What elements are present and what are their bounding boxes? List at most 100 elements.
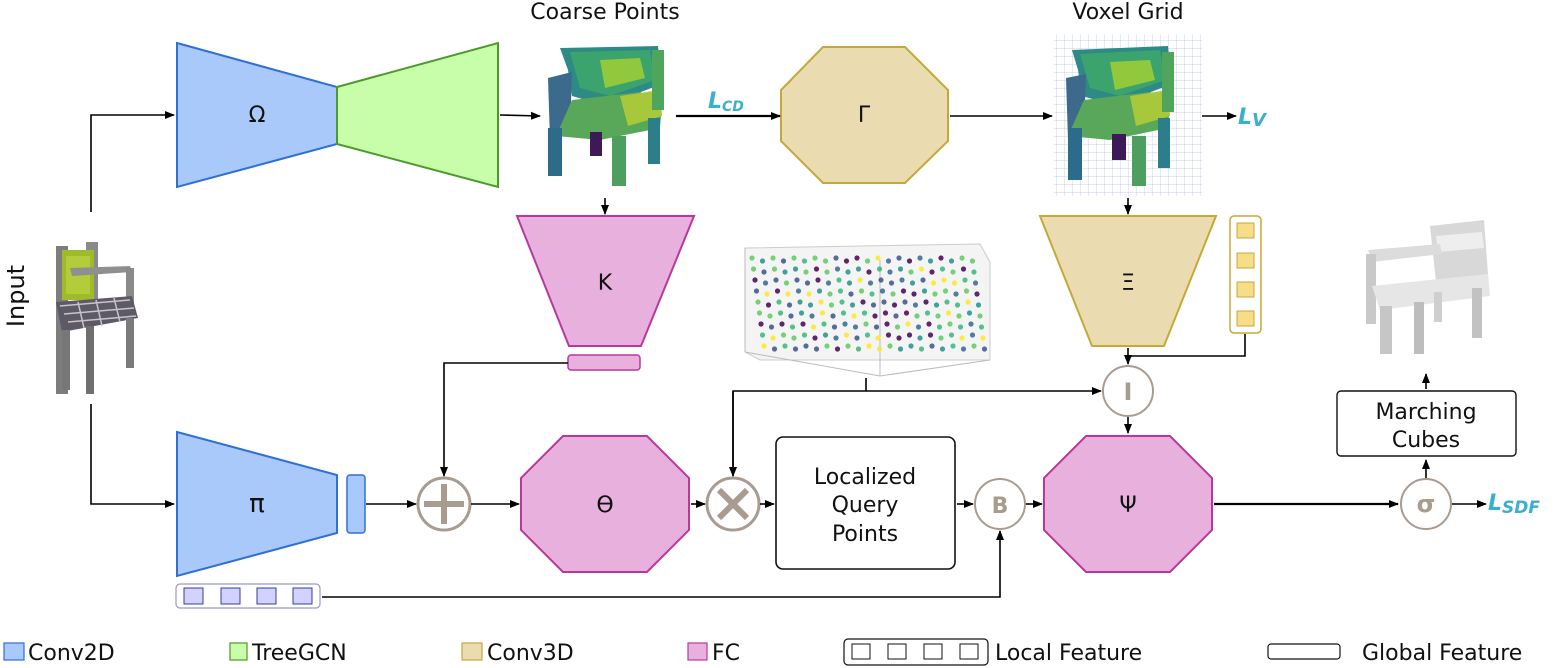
- scatter-point: [749, 255, 755, 261]
- scatter-point: [908, 269, 914, 275]
- scatter-point: [918, 266, 925, 272]
- scatter-point: [930, 280, 937, 286]
- scatter-point: [783, 280, 790, 286]
- scatter-point: [881, 299, 887, 305]
- legend-global-feature-swatch: [1267, 643, 1341, 660]
- gamma-block: [780, 46, 949, 184]
- scatter-point: [974, 291, 980, 297]
- scatter-point: [860, 299, 866, 305]
- scatter-point: [767, 313, 773, 319]
- scatter-point: [960, 346, 967, 352]
- scatter-point: [861, 310, 868, 316]
- scatter-point: [902, 299, 908, 305]
- scatter-point: [915, 324, 922, 330]
- scatter-point: [917, 335, 923, 341]
- scatter-point: [818, 299, 824, 305]
- scatter-point: [816, 288, 823, 294]
- scatter-point: [794, 277, 800, 283]
- scatter-point: [846, 280, 853, 286]
- scatter-point: [813, 266, 820, 272]
- scatter-point: [963, 288, 970, 294]
- scatter-point: [864, 332, 871, 338]
- marching-line1: Marching: [1375, 400, 1476, 425]
- theta-label: ϴ: [596, 493, 613, 518]
- scatter-point: [828, 302, 835, 308]
- scatter-point: [887, 269, 893, 275]
- scatter-point: [800, 321, 806, 327]
- scatter-point: [770, 255, 776, 261]
- scatter-point: [882, 310, 889, 316]
- marching-cubes-box: [1336, 390, 1517, 457]
- xi-block: [1038, 215, 1262, 347]
- scatter-point: [966, 310, 973, 316]
- loss-v: LV: [1238, 105, 1268, 131]
- scatter-point: [890, 291, 896, 297]
- legend-conv3d-swatch: [461, 642, 483, 661]
- scatter-point: [867, 280, 874, 286]
- xi-label: Ξ: [1121, 271, 1135, 296]
- scatter-point: [773, 277, 779, 283]
- scatter-point: [923, 299, 929, 305]
- scatter-point: [896, 255, 902, 261]
- scatter-point: [786, 302, 793, 308]
- output-chair-image: [1366, 220, 1490, 354]
- scatter-point: [803, 269, 809, 275]
- scatter-point: [843, 258, 850, 264]
- bilinear-label: B: [992, 494, 1009, 519]
- treegcn-decoder-block: [336, 41, 499, 189]
- scatter-point: [824, 269, 830, 275]
- scatter-point: [807, 302, 814, 308]
- scatter-point: [918, 346, 925, 352]
- scatter-point: [836, 277, 842, 283]
- sigma-operator: [1400, 478, 1452, 530]
- scatter-point: [834, 346, 841, 352]
- scatter-point: [950, 343, 956, 349]
- scatter-point: [876, 266, 883, 272]
- scatter-point: [756, 310, 763, 316]
- scatter-point: [795, 288, 802, 294]
- bilinear-operator: [974, 478, 1026, 530]
- scatter-point: [885, 332, 892, 338]
- scatter-point: [941, 277, 947, 283]
- scatter-point: [975, 302, 982, 308]
- legend-global-feature-label: Global Feature: [1362, 641, 1522, 666]
- scatter-point: [873, 324, 880, 330]
- legend-local-feature-label: Local Feature: [995, 641, 1142, 666]
- scatter-point: [819, 310, 826, 316]
- scatter-point: [776, 299, 782, 305]
- scatter-point: [891, 302, 898, 308]
- scatter-point: [959, 255, 965, 261]
- scatter-point: [851, 313, 857, 319]
- scatter-point: [837, 288, 844, 294]
- input-chair-image: [56, 242, 138, 394]
- scatter-point: [942, 288, 949, 294]
- scatter-point: [957, 324, 964, 330]
- scatter-point: [762, 280, 769, 286]
- scatter-point: [809, 313, 815, 319]
- scatter-point: [780, 258, 787, 264]
- scatter-point: [785, 291, 791, 297]
- scatter-point: [935, 313, 941, 319]
- scatter-point: [834, 266, 841, 272]
- scatter-point: [870, 302, 877, 308]
- scatter-point: [774, 288, 781, 294]
- scatter-point: [792, 266, 799, 272]
- legend-fc-swatch: [687, 642, 708, 661]
- scatter-point: [960, 266, 967, 272]
- scatter-point: [833, 255, 839, 261]
- scatter-point: [938, 255, 944, 261]
- scatter-point: [855, 346, 862, 352]
- scatter-point: [956, 313, 962, 319]
- scatter-point: [936, 324, 943, 330]
- scatter-point: [765, 302, 772, 308]
- scatter-point: [849, 302, 856, 308]
- legend-fc-label: FC: [712, 641, 740, 666]
- scatter-point: [968, 321, 974, 327]
- coarse-points-cloud: [548, 46, 664, 186]
- scatter-point: [855, 266, 862, 272]
- scatter-point: [875, 335, 881, 341]
- scatter-point: [770, 335, 776, 341]
- localized-query-points-box: [775, 436, 956, 570]
- legend-treegcn-swatch: [229, 642, 248, 661]
- scatter-point: [899, 277, 905, 283]
